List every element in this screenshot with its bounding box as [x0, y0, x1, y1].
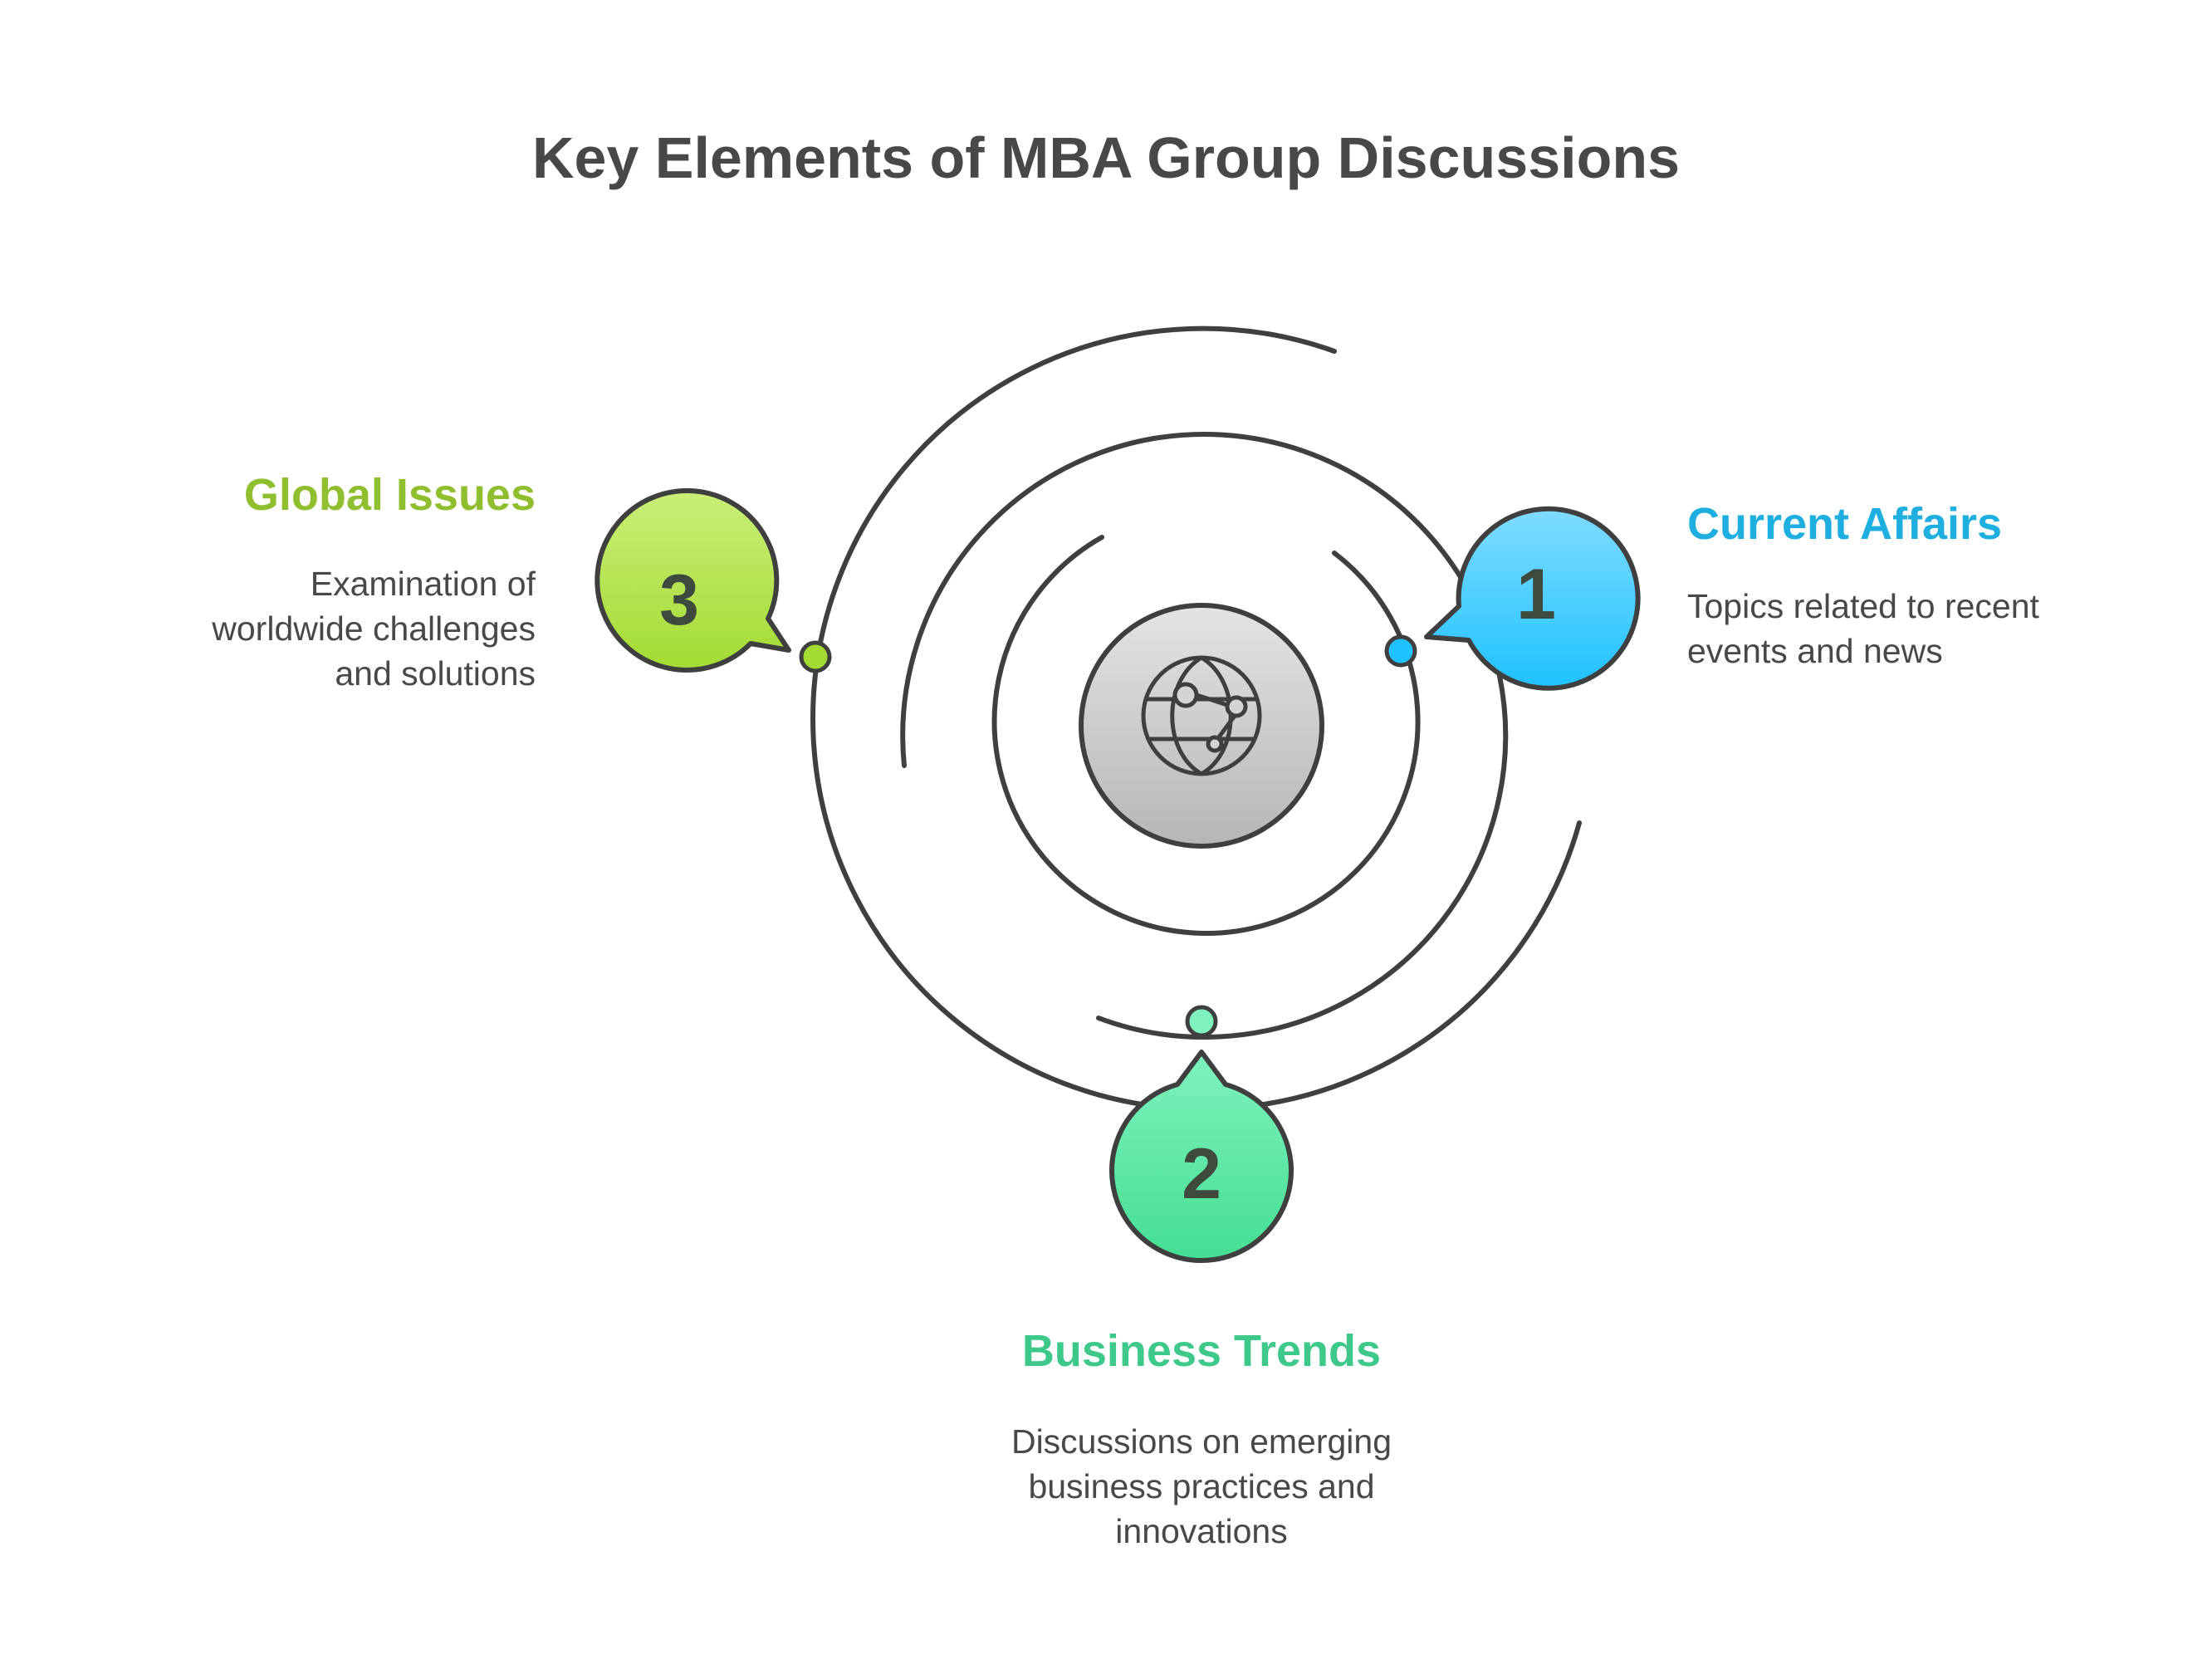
dot-item-2	[1185, 1005, 1218, 1038]
center-node	[1079, 603, 1324, 849]
item-1-heading: Current Affairs	[1687, 499, 2003, 549]
middle-orbit	[900, 432, 1509, 1040]
item-3-number: 3	[659, 560, 699, 640]
bubble-item-2: 2	[1109, 1050, 1294, 1264]
diagram-title: Key Elements of MBA Group Discussions	[531, 125, 1681, 190]
outer-orbit	[810, 326, 1582, 1112]
item-3-description: Examination of worldwide challenges and …	[212, 565, 536, 693]
globe-network-icon	[1141, 655, 1262, 776]
bubble-item-1: 1	[1424, 506, 1641, 691]
item-2-number: 2	[1182, 1134, 1221, 1214]
dot-item-3	[799, 640, 832, 673]
inner-orbit	[991, 535, 1421, 936]
item-2-description: Discussions on emerging business practic…	[1011, 1422, 1392, 1550]
item-2-heading: Business Trends	[1021, 1326, 1382, 1376]
bubble-item-3: 3	[595, 488, 791, 673]
dot-item-1	[1384, 634, 1417, 668]
item-1-number: 1	[1516, 555, 1556, 634]
item-3-heading: Global Issues	[243, 470, 536, 520]
item-1-description: Topics related to recent events and news	[1687, 587, 2039, 670]
